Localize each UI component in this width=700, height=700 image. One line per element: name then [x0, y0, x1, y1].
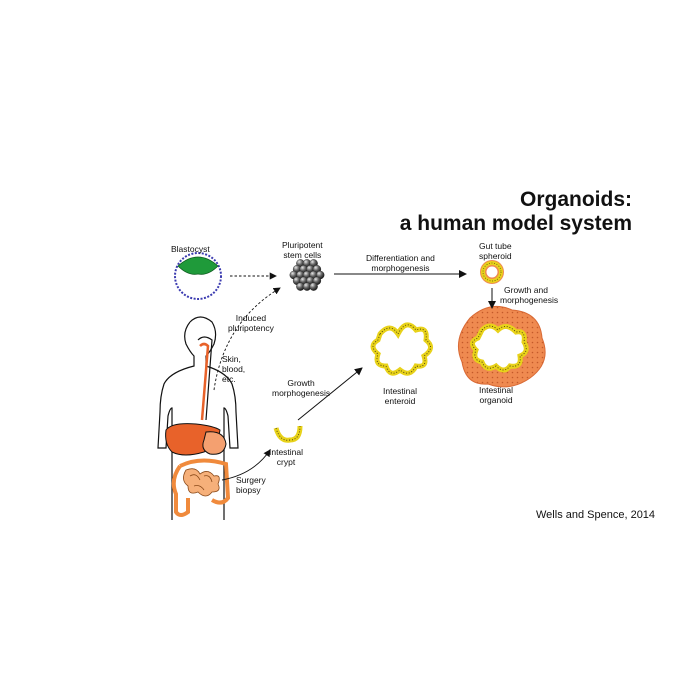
label-line: organoid	[479, 395, 513, 405]
title-line-1: Organoids:	[519, 188, 632, 211]
intestines	[171, 458, 231, 517]
label-line: Skin,	[222, 354, 241, 364]
label-line: Growth	[287, 378, 315, 388]
label-line: pluripotency	[228, 323, 274, 333]
label-line: crypt	[276, 457, 296, 467]
label-pluripotent-stem-cells: Pluripotent stem cells	[282, 240, 323, 260]
label-line: Intestinal	[269, 447, 304, 457]
stomach	[202, 431, 227, 455]
label-gut-tube-spheroid: Gut tube spheroid	[479, 241, 512, 261]
arrow-surgery-biopsy	[221, 449, 271, 481]
arrow-growth-mid	[297, 367, 363, 421]
esophagus	[197, 336, 213, 421]
intestinal-organoid	[457, 305, 546, 388]
intestinal-crypt	[273, 425, 303, 443]
label-line: biopsy	[236, 485, 261, 495]
label-surgery-biopsy: Surgery biopsy	[236, 475, 266, 495]
label-line: morphogenesis	[272, 388, 331, 398]
citation: Wells and Spence, 2014	[536, 509, 656, 521]
blastocyst	[174, 252, 222, 300]
label-line: Pluripotent	[282, 240, 323, 250]
label-growth-morphogenesis: Growth morphogenesis	[272, 378, 330, 398]
label-line: Surgery	[236, 475, 266, 485]
label-intestinal-organoid: Intestinal organoid	[479, 385, 513, 405]
label-line: blood,	[222, 364, 246, 374]
label-line: Growth and	[504, 285, 548, 295]
label-line: stem cells	[283, 250, 322, 260]
label-intestinal-crypt: Intestinal crypt	[269, 447, 303, 467]
label-line: spheroid	[479, 251, 512, 261]
human-body	[157, 316, 239, 520]
label-line: Induced	[235, 313, 267, 323]
label-line: etc.	[222, 374, 236, 384]
label-intestinal-enteroid: Intestinal enteroid	[383, 386, 417, 406]
label-line: Intestinal	[479, 385, 514, 395]
title-line-2: a human model system	[399, 212, 632, 235]
pluripotent-stem-cell-cluster	[289, 259, 325, 291]
stem-cell	[309, 282, 318, 291]
label-growth-and-morphogenesis: Growth and morphogenesis	[500, 285, 558, 305]
label-line: Differentiation and	[366, 253, 435, 263]
label-line: Intestinal	[383, 386, 418, 396]
label-line: Gut tube	[479, 241, 512, 251]
label-induced-pluripotency: Induced pluripotency	[228, 313, 274, 333]
label-line: morphogenesis	[371, 263, 430, 273]
label-line: enteroid	[384, 396, 416, 406]
label-line: morphogenesis	[500, 295, 559, 305]
label-skin-blood: Skin, blood, etc.	[222, 354, 245, 384]
arrow-induced-pluripotency	[213, 287, 281, 391]
gut-tube-spheroid	[480, 260, 504, 284]
intestinal-enteroid	[370, 322, 433, 376]
label-differentiation: Differentiation and morphogenesis	[366, 253, 435, 273]
label-blastocyst: Blastocyst	[171, 244, 210, 254]
